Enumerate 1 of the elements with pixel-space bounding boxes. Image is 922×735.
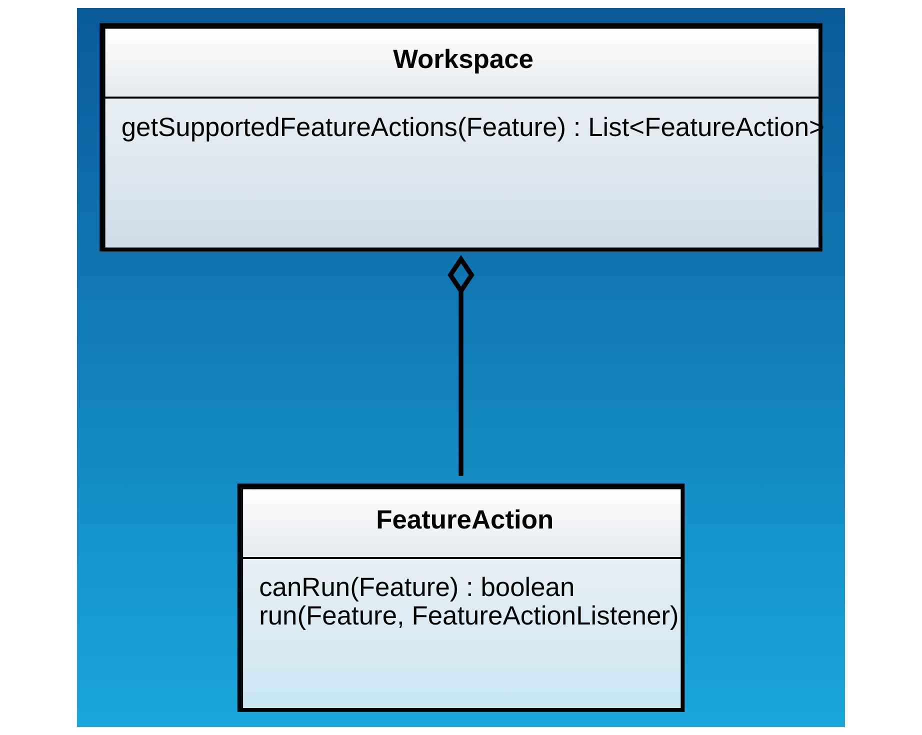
- connector: [448, 254, 474, 476]
